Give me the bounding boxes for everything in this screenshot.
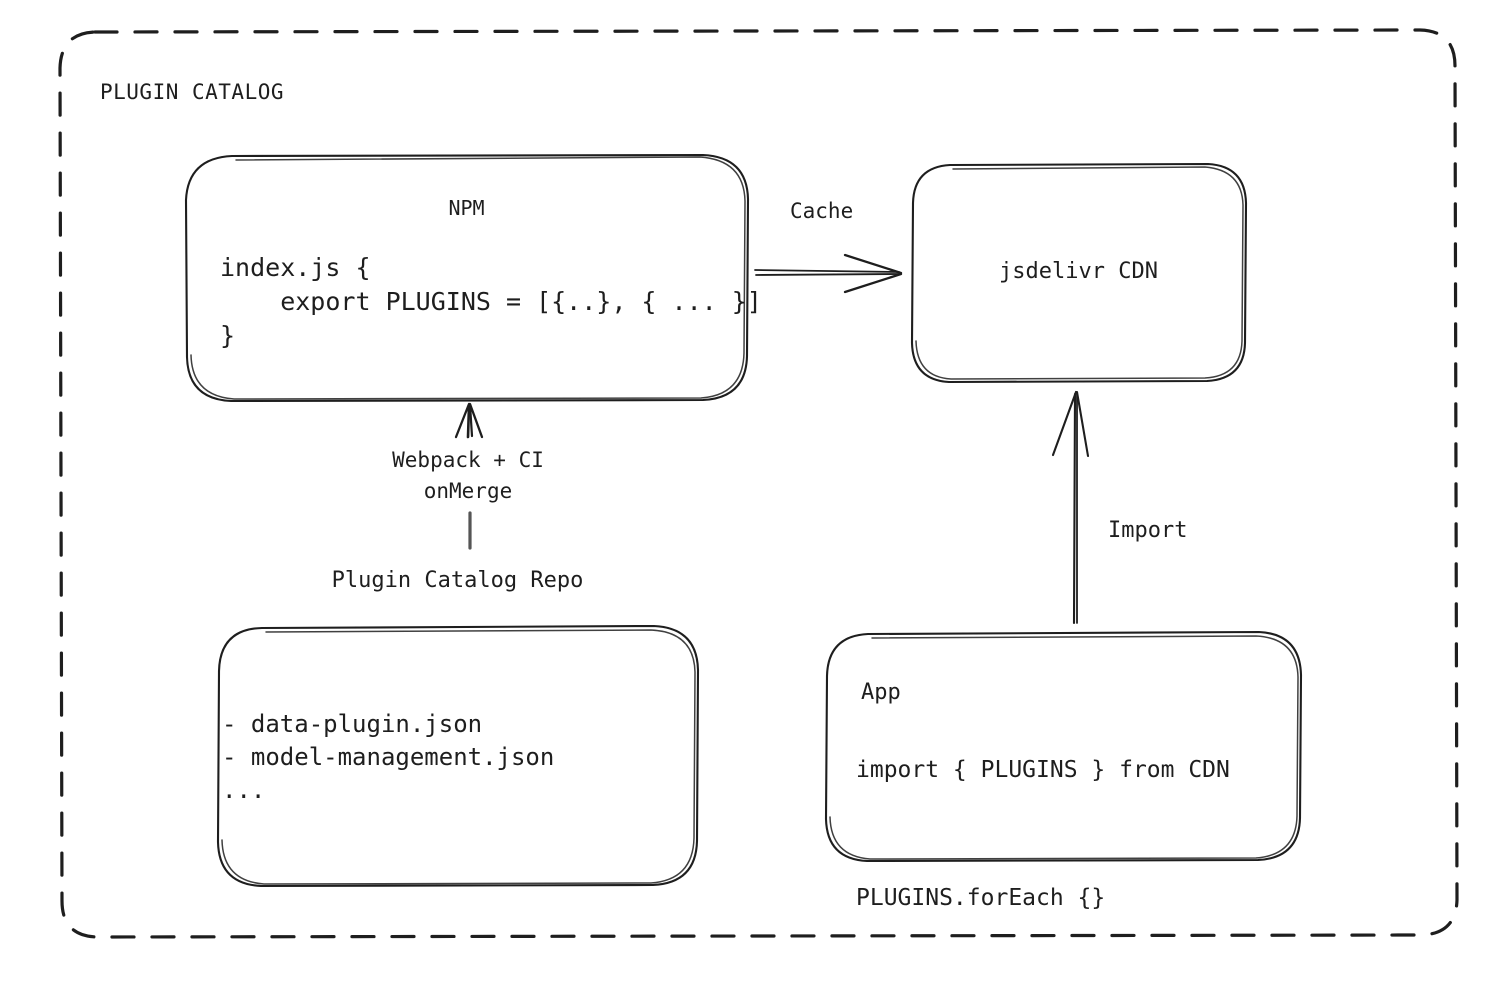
npm-box [184, 153, 750, 403]
cache-arrow [754, 253, 903, 294]
repo-box [216, 624, 700, 888]
import-edge-label: Import [1108, 518, 1188, 543]
app-node-code: import { PLUGINS } from CDN PLUGINS.forE… [856, 757, 1230, 911]
plugin-catalog-container [58, 28, 1459, 939]
import-arrow [1051, 390, 1090, 625]
build-edge-label-line1: Webpack + CI [392, 448, 544, 472]
app-node-title: App [861, 680, 901, 705]
app-box [824, 630, 1303, 863]
npm-node-title: NPM [448, 196, 485, 220]
plugin-catalog-title: PLUGIN CATALOG [100, 80, 285, 104]
npm-node-code: index.js { export PLUGINS = [{..}, { ...… [220, 253, 762, 350]
repo-node-code: - data-plugin.json - model-management.js… [222, 710, 555, 804]
build-edge-label-line2: onMerge [423, 479, 513, 503]
cdn-box [910, 162, 1248, 384]
build-arrow [454, 402, 484, 550]
repo-node-label: Plugin Catalog Repo [331, 568, 584, 593]
cdn-node-title: jsdelivr CDN [999, 259, 1158, 284]
cache-edge-label: Cache [790, 199, 854, 223]
